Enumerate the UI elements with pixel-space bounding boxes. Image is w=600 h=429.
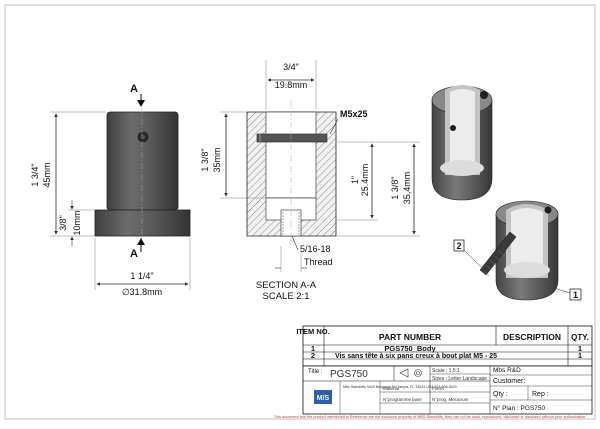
sheet-border: [4, 4, 596, 420]
qty-label: Qty :: [493, 391, 508, 398]
address-line: Mbs Standoffs 5420 Benjamin Rd Tampa, FL…: [343, 385, 457, 389]
company-name: Mbs R&D: [493, 367, 521, 374]
body-shape: [106, 111, 179, 211]
material-label: Material: [383, 386, 399, 391]
screw-callout: M5x25: [340, 109, 368, 119]
bom-row1-item: 1: [311, 344, 315, 353]
prog-mecanum-label: N°prog. Mécanum: [432, 397, 469, 402]
dim-bore-in: 1 3/8": [200, 148, 210, 171]
section-view: 3/4" 19.8mm M5x25 1 3/8" 35mm 1" 25.4: [200, 60, 420, 302]
bom-row2-item: 2: [311, 351, 315, 360]
footer-notice: This document and the product mentioned …: [274, 415, 587, 419]
flange-shape: [94, 209, 191, 237]
thread-label-1: 5/16-18: [300, 244, 331, 254]
dim-section-width-mm: 19.8mm: [275, 80, 308, 90]
iso-view-top: [431, 85, 493, 201]
bom-row2-qty: 1: [578, 351, 582, 360]
bom-row1-part: PGS750_Body: [384, 344, 436, 353]
prog-laser-label: N°programme laser: [383, 397, 423, 402]
projection-symbol: [399, 368, 422, 378]
dim-section-width-in: 3/4": [283, 62, 299, 72]
title-value: PGS750: [330, 369, 368, 380]
finish-label: Finish: [432, 386, 445, 391]
dim-height-mm: 45mm: [42, 162, 52, 187]
section-scale: SCALE 2:1: [263, 291, 310, 302]
section-mark-top: A: [130, 83, 138, 95]
dim-total-mm: 35,4mm: [402, 172, 412, 205]
dim-width-in: 1 1/4": [130, 271, 153, 281]
bom-header-desc: DESCRIPTION: [503, 332, 561, 342]
logo-text: M/S: [317, 395, 330, 402]
customer-label: Customer:: [493, 378, 525, 385]
dim-total-in: 1 3/8": [390, 176, 400, 199]
plan-label: N° Plan : PGS750: [493, 404, 545, 412]
dim-bore-mm: 35mm: [212, 147, 222, 172]
bom-row1-qty: 1: [578, 344, 582, 353]
dim-width-mm: ∅31.8mm: [122, 287, 162, 297]
bom-header-part: PART NUMBER: [379, 332, 441, 342]
dim-flange-mm: 10mm: [72, 210, 82, 235]
set-screw: [256, 133, 328, 143]
thread-label-2: Thread: [304, 257, 333, 267]
title-label: Title :: [308, 369, 323, 375]
balloon-1: 1: [573, 290, 578, 300]
title-block: Title : PGS750 Scale : 1,5:1 Sizes : Let…: [302, 365, 593, 415]
dim-slot-in: 1": [350, 176, 360, 184]
bom-row2-part: Vis sans tête à six pans creux à bout pl…: [335, 353, 497, 360]
rep-label: Rep :: [532, 391, 549, 398]
section-title: SECTION A-A: [256, 280, 317, 291]
bom-header-item: ITEM NO.: [296, 327, 329, 336]
mbs-logo: M/S: [314, 390, 332, 404]
bom-header-qty: QTY.: [571, 333, 589, 342]
sizes-label: Sizes : Letter Landscape: [432, 376, 487, 382]
iso-view-bottom: 2 1: [453, 200, 582, 301]
dim-slot-mm: 25.4mm: [360, 164, 370, 197]
scale-label: Scale : 1,5:1: [432, 368, 460, 374]
bom-table: ITEM NO. PART NUMBER DESCRIPTION QTY. 1 …: [296, 325, 593, 367]
balloon-2: 2: [456, 241, 461, 251]
dim-height-in: 1 3/4": [30, 163, 40, 186]
section-mark-bottom: A: [130, 248, 138, 260]
dim-flange-in: 3/8": [58, 215, 68, 231]
front-view: A A 1 3/4" 45mm 3/8" 10mm 1 1/4" ∅: [30, 83, 191, 297]
